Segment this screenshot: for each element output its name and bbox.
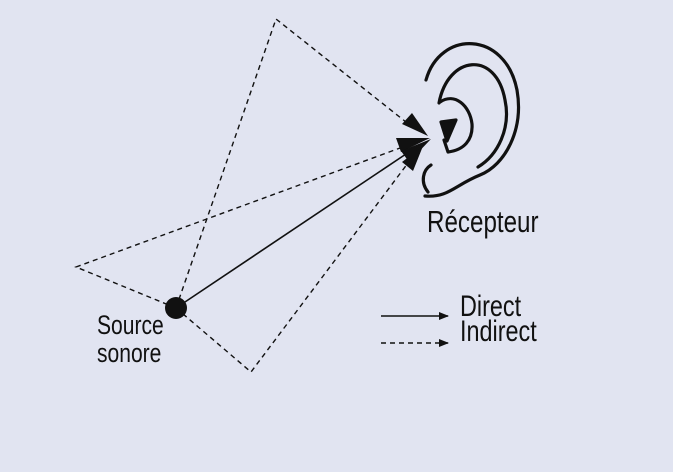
source-dot-icon — [165, 297, 187, 319]
legend — [381, 312, 449, 347]
source-label-line2: sonore — [97, 338, 162, 368]
arrowhead-left — [396, 138, 430, 152]
indirect-path-top — [175, 17, 412, 309]
arrowheads — [396, 113, 431, 171]
arrowhead-bottom — [402, 146, 423, 171]
indirect-paths — [74, 17, 412, 374]
indirect-path-left — [74, 143, 412, 309]
receiver-label: Récepteur — [427, 204, 539, 239]
legend-direct-label: Direct — [460, 290, 522, 323]
source-label-line1: Source — [97, 310, 164, 340]
source-label: Source sonore — [97, 311, 164, 367]
arrowhead-direct — [401, 139, 431, 162]
direct-path — [175, 153, 407, 309]
ear-icon — [421, 42, 520, 198]
indirect-path-bottom — [175, 158, 412, 374]
arrowhead-top — [402, 113, 428, 136]
legend-indirect-label: Indirect — [460, 315, 537, 348]
